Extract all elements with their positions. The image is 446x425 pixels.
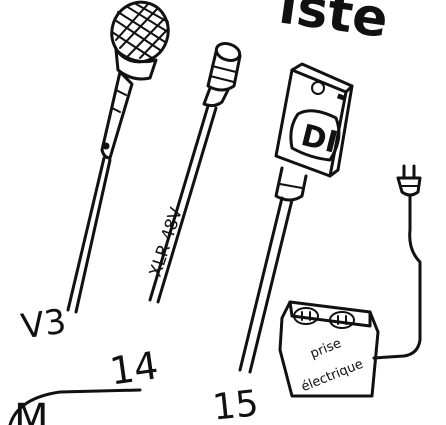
bottom-fragment: M [14, 396, 49, 425]
di-number: 15 [211, 383, 261, 425]
mic-number: V3 [19, 302, 69, 348]
outlet-label-line1: prise [308, 336, 343, 362]
power-plug-icon [374, 166, 420, 358]
outlet-label-line2: électrique [299, 357, 365, 395]
title-fragment: iste [275, 0, 391, 50]
xlr-number: 14 [107, 343, 161, 393]
cable-note: XLR 48V [146, 205, 187, 280]
bottom-label-bubble: M [10, 390, 140, 425]
power-outlet-icon: prise électrique [280, 302, 378, 396]
